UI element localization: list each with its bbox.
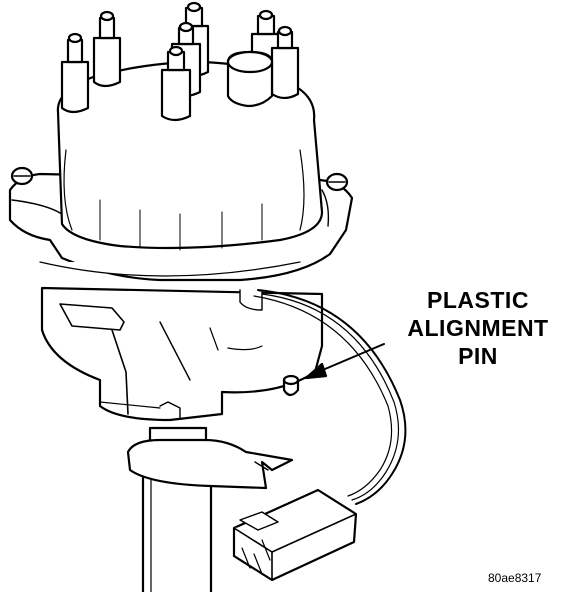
terminal-tower [60,32,90,114]
pickup-wire-harness [253,289,407,505]
hold-down-clamp [126,438,294,490]
alignment-pin-callout: PLASTIC ALIGNMENT PIN [398,286,558,370]
screw-icon [10,166,34,186]
terminal-tower [160,45,192,122]
terminal-tower [270,25,300,100]
distributor-shaft [141,468,213,592]
plastic-alignment-pin [282,374,300,397]
cap-terminal-towers [60,1,300,122]
distributor-cap [56,60,324,251]
distributor-housing [40,286,324,422]
callout-line: PIN [458,343,498,369]
screw-icon [325,172,349,192]
cap-screws [10,166,349,192]
wire-connector [232,488,358,582]
callout-line: ALIGNMENT [407,315,549,341]
coil-tower [226,50,274,108]
terminal-tower [92,10,122,88]
callout-line: PLASTIC [427,287,529,313]
callout-leader-arrow [304,343,385,380]
figure-id: 80ae8317 [488,571,542,585]
